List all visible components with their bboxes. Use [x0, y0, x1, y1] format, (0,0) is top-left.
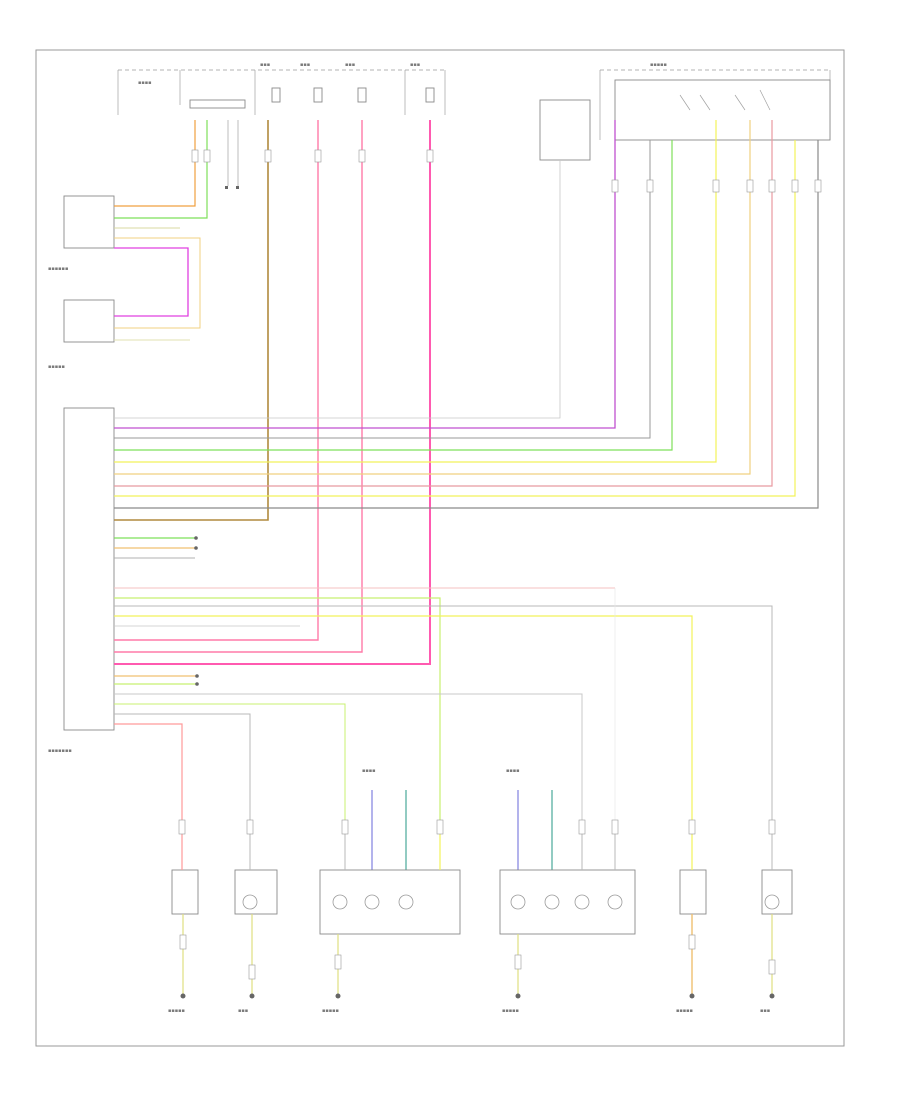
wire-green	[114, 140, 673, 451]
wire-rose	[114, 120, 773, 487]
svg-text:▪▪▪▪: ▪▪▪▪	[138, 80, 152, 86]
wire-magenta	[114, 120, 431, 665]
lamp-box-5	[679, 869, 707, 915]
wire-gray-1	[114, 160, 561, 419]
lamp-box-1	[171, 869, 199, 915]
module-labels: ▪▪▪▪▪▪ ▪▪▪▪▪ ▪▪▪▪▪▪▪	[48, 266, 72, 754]
svg-text:▪▪▪▪▪: ▪▪▪▪▪	[676, 1008, 693, 1014]
svg-text:▪▪▪▪▪▪▪: ▪▪▪▪▪▪▪	[48, 748, 72, 754]
wire-pink-2	[114, 120, 363, 653]
svg-text:▪▪▪: ▪▪▪	[238, 1008, 248, 1014]
vertical-wires-top	[114, 120, 819, 665]
svg-text:▪▪▪▪▪: ▪▪▪▪▪	[502, 1008, 519, 1014]
top-fuse-block: ▪▪▪▪ ▪▪▪ ▪▪▪ ▪▪▪ ▪▪▪ ▪▪▪▪▪	[117, 62, 831, 161]
wire-purple	[114, 120, 616, 429]
wire-dark-gray	[114, 140, 819, 509]
wire-pink-1	[114, 120, 319, 641]
lamp-group-wires: ▪▪▪▪ ▪▪▪▪	[362, 768, 553, 870]
svg-text:▪▪▪▪▪: ▪▪▪▪▪	[322, 1008, 339, 1014]
ground-icon	[180, 993, 775, 999]
wire-yellow-1	[114, 120, 717, 463]
lower-wires	[114, 587, 773, 820]
top-labels: ▪▪▪▪ ▪▪▪ ▪▪▪ ▪▪▪ ▪▪▪ ▪▪▪▪▪	[138, 62, 667, 86]
module-main	[63, 407, 115, 731]
svg-text:▪▪▪▪▪▪: ▪▪▪▪▪▪	[48, 266, 68, 272]
lamp-box-2	[234, 869, 278, 915]
wire-connectors	[178, 149, 822, 980]
wire-yellow-3	[114, 140, 796, 497]
left-modules: ▪▪▪▪▪▪ ▪▪▪▪▪ ▪▪▪▪▪▪▪	[48, 195, 115, 754]
svg-text:▪▪▪: ▪▪▪	[760, 1008, 770, 1014]
lamp-box-3	[319, 869, 461, 935]
lamp-box-4	[499, 869, 636, 935]
upper-module-wires	[114, 120, 239, 341]
wire-yellow-2	[114, 120, 751, 475]
svg-text:▪▪▪: ▪▪▪	[260, 62, 270, 68]
diagram-border	[35, 49, 845, 1047]
svg-text:▪▪▪: ▪▪▪	[410, 62, 420, 68]
bottom-lamps	[171, 820, 793, 935]
wire-brown	[114, 120, 269, 521]
module-upper	[63, 195, 115, 249]
svg-text:▪▪▪▪: ▪▪▪▪	[506, 768, 520, 774]
svg-text:▪▪▪: ▪▪▪	[345, 62, 355, 68]
fuse-symbol	[271, 87, 435, 103]
svg-text:▪▪▪▪▪: ▪▪▪▪▪	[168, 1008, 185, 1014]
svg-text:▪▪▪▪▪: ▪▪▪▪▪	[48, 364, 65, 370]
mid-stub-wires	[114, 536, 198, 559]
wire-gray-2	[114, 140, 651, 439]
svg-text:▪▪▪▪: ▪▪▪▪	[362, 768, 376, 774]
svg-text:▪▪▪▪▪: ▪▪▪▪▪	[650, 62, 667, 68]
module-middle	[63, 299, 115, 343]
svg-text:▪▪▪: ▪▪▪	[300, 62, 310, 68]
switch-contacts	[679, 89, 771, 111]
connector-pins-top	[189, 79, 831, 161]
ground-leads: ▪▪▪▪▪ ▪▪▪ ▪▪▪▪▪ ▪▪▪▪▪ ▪▪▪▪▪ ▪▪▪	[168, 914, 775, 1014]
bulb-icons	[242, 894, 780, 910]
